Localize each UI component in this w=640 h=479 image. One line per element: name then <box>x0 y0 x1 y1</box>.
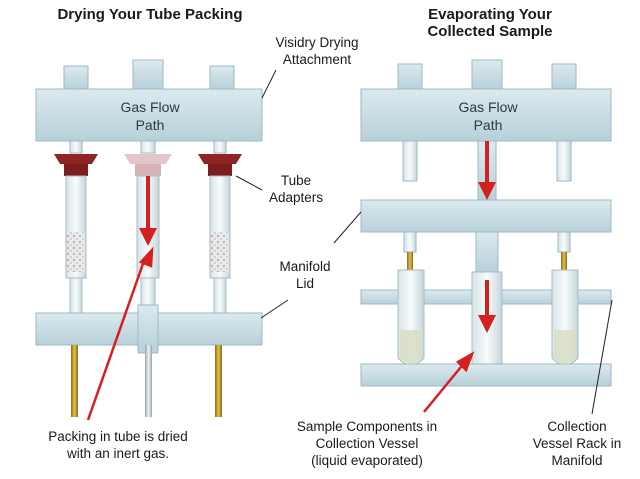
tube-adapters-callout-line2: Adapters <box>268 190 324 205</box>
tube-adapters-callout: Tube Adapters <box>256 172 336 206</box>
right-panel-title: Evaporating Your Collected Sample <box>380 6 600 40</box>
needle-left <box>71 345 78 417</box>
sample-callout-line1: Sample Components in <box>296 419 438 434</box>
gas-flow-block-left <box>35 88 263 142</box>
right-block-label-line2: Path <box>473 117 503 133</box>
sample-callout: Sample Components in Collection Vessel (… <box>272 418 462 469</box>
left-block-label-line2: Path <box>135 117 165 133</box>
gas-flow-block-right <box>360 88 612 142</box>
right-block-label-line1: Gas Flow <box>458 99 518 115</box>
attachment-callout: Visidry Drying Attachment <box>262 34 372 68</box>
right-panel-title-line1: Evaporating Your <box>428 6 552 23</box>
tube-right <box>198 140 242 315</box>
gas-flow-arrow-left <box>139 228 157 246</box>
stub-left <box>63 65 89 91</box>
needle-right <box>215 345 222 417</box>
right-assembly <box>360 59 612 387</box>
manifold-base-right <box>360 363 612 387</box>
stub-center <box>132 59 164 91</box>
sample-callout-line3: (liquid evaporated) <box>311 453 423 468</box>
sample-callout-line2: Collection Vessel <box>315 436 419 451</box>
manifold-lid-callout-line2: Lid <box>295 276 314 291</box>
manifold-lid-callout-line1: Manifold <box>279 259 331 274</box>
left-panel-title: Drying Your Tube Packing <box>30 6 270 23</box>
left-assembly <box>35 59 263 417</box>
packing-callout: Packing in tube is dried with an inert g… <box>18 428 218 462</box>
tube-adapters-callout-line1: Tube <box>280 173 312 188</box>
left-panel-title-text: Drying Your Tube Packing <box>57 6 243 23</box>
rack-callout-line3: Manifold <box>551 453 603 468</box>
needle-center <box>145 345 152 417</box>
packing-callout-line1: Packing in tube is dried <box>48 429 188 444</box>
tube-left <box>54 140 98 315</box>
manifold-lid-right <box>360 199 612 233</box>
gas-flow-arrow-lower-right <box>478 315 496 333</box>
rack-callout: Collection Vessel Rack in Manifold <box>522 418 632 469</box>
stub-right <box>209 65 235 91</box>
right-panel-title-line2: Collected Sample <box>427 23 553 40</box>
manifold-lid-callout: Manifold Lid <box>270 258 340 292</box>
left-block-label: Gas Flow Path <box>90 98 210 134</box>
attachment-callout-line1: Visidry Drying <box>275 35 359 50</box>
rack-callout-line1: Collection <box>547 419 607 434</box>
right-block-label: Gas Flow Path <box>428 98 548 134</box>
gas-flow-arrow-upper-right <box>478 182 496 200</box>
left-block-label-line1: Gas Flow <box>120 99 180 115</box>
rack-callout-line2: Vessel Rack in <box>532 436 622 451</box>
highlight-pointers <box>86 246 475 421</box>
packing-callout-line2: with an inert gas. <box>66 446 170 461</box>
leader-lines <box>235 69 613 415</box>
attachment-callout-line2: Attachment <box>282 52 352 67</box>
